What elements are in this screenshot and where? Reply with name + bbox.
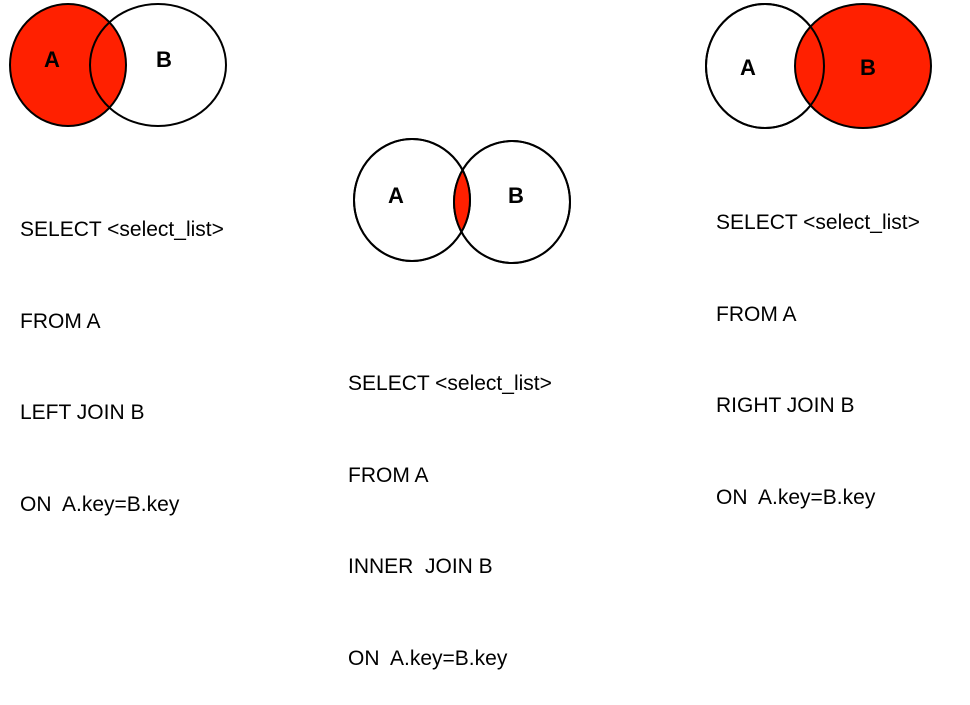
right-join-sql: SELECT <select_list> FROM A RIGHT JOIN B…: [716, 147, 920, 544]
inner-join-sql-line-1: SELECT <select_list>: [348, 372, 552, 395]
right-join-sql-line-3: RIGHT JOIN B: [716, 394, 855, 417]
venn-diagrams-canvas: A B A B A B: [9, 3, 932, 264]
inner-join-set-a-label: A: [388, 183, 404, 208]
right-join-venn: A B: [705, 3, 932, 129]
right-join-set-b-label: B: [860, 55, 876, 80]
inner-join-venn: A B: [353, 138, 571, 264]
inner-join-set-b-label: B: [508, 183, 524, 208]
right-join-set-a-label: A: [740, 55, 756, 80]
right-join-set-b-circle: [794, 3, 932, 129]
left-join-sql-line-3: LEFT JOIN B: [20, 401, 145, 424]
left-join-set-b-circle: [89, 3, 227, 127]
left-join-sql-line-4: ON A.key=B.key: [20, 492, 180, 516]
inner-join-sql-line-4: ON A.key=B.key: [348, 646, 508, 670]
left-join-sql-line-1: SELECT <select_list>: [20, 218, 224, 241]
right-join-sql-line-2: FROM A: [716, 302, 797, 326]
right-join-sql-line-4: ON A.key=B.key: [716, 485, 876, 509]
right-join-sql-line-1: SELECT <select_list>: [716, 211, 920, 234]
left-join-set-a-label: A: [44, 47, 60, 72]
inner-join-sql: SELECT <select_list> FROM A INNER JOIN B…: [348, 308, 552, 705]
left-join-sql-line-2: FROM A: [20, 309, 101, 333]
left-join-set-a-circle: [9, 3, 127, 127]
inner-join-sql-line-2: FROM A: [348, 463, 429, 487]
left-join-set-b-label: B: [156, 47, 172, 72]
inner-join-sql-line-3: INNER JOIN B: [348, 555, 493, 578]
left-join-sql: SELECT <select_list> FROM A LEFT JOIN B …: [20, 154, 224, 551]
left-join-venn: A B: [9, 3, 227, 127]
